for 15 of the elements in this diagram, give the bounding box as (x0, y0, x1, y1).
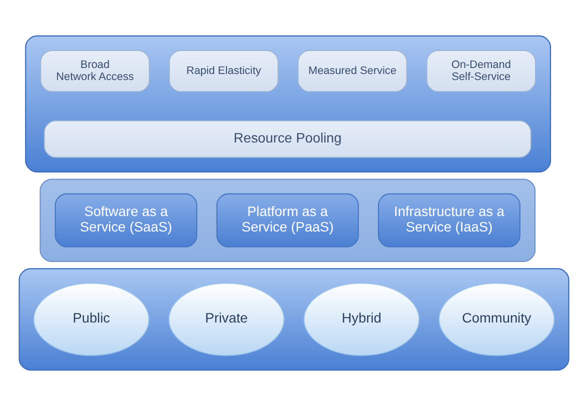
node-box: Software as a Service (SaaS) (54, 192, 198, 247)
node-box: Resource Pooling (44, 120, 532, 158)
node-box: Platform as a Service (PaaS) (216, 192, 359, 247)
node-ellipse: Private (168, 282, 284, 356)
node-ellipse: Hybrid (304, 282, 420, 356)
cluster (18, 268, 570, 370)
node-box: Rapid Elasticity (168, 50, 278, 92)
node-box: On-Demand Self-Service (426, 50, 536, 92)
node-box: Broad Network Access (40, 50, 150, 92)
node-ellipse: Public (33, 282, 150, 356)
node-ellipse: Community (438, 282, 555, 356)
node-box: Infrastructure as a Service (IaaS) (378, 192, 520, 247)
cluster (40, 178, 536, 262)
node-box: Measured Service (298, 50, 408, 92)
cluster (25, 34, 552, 172)
